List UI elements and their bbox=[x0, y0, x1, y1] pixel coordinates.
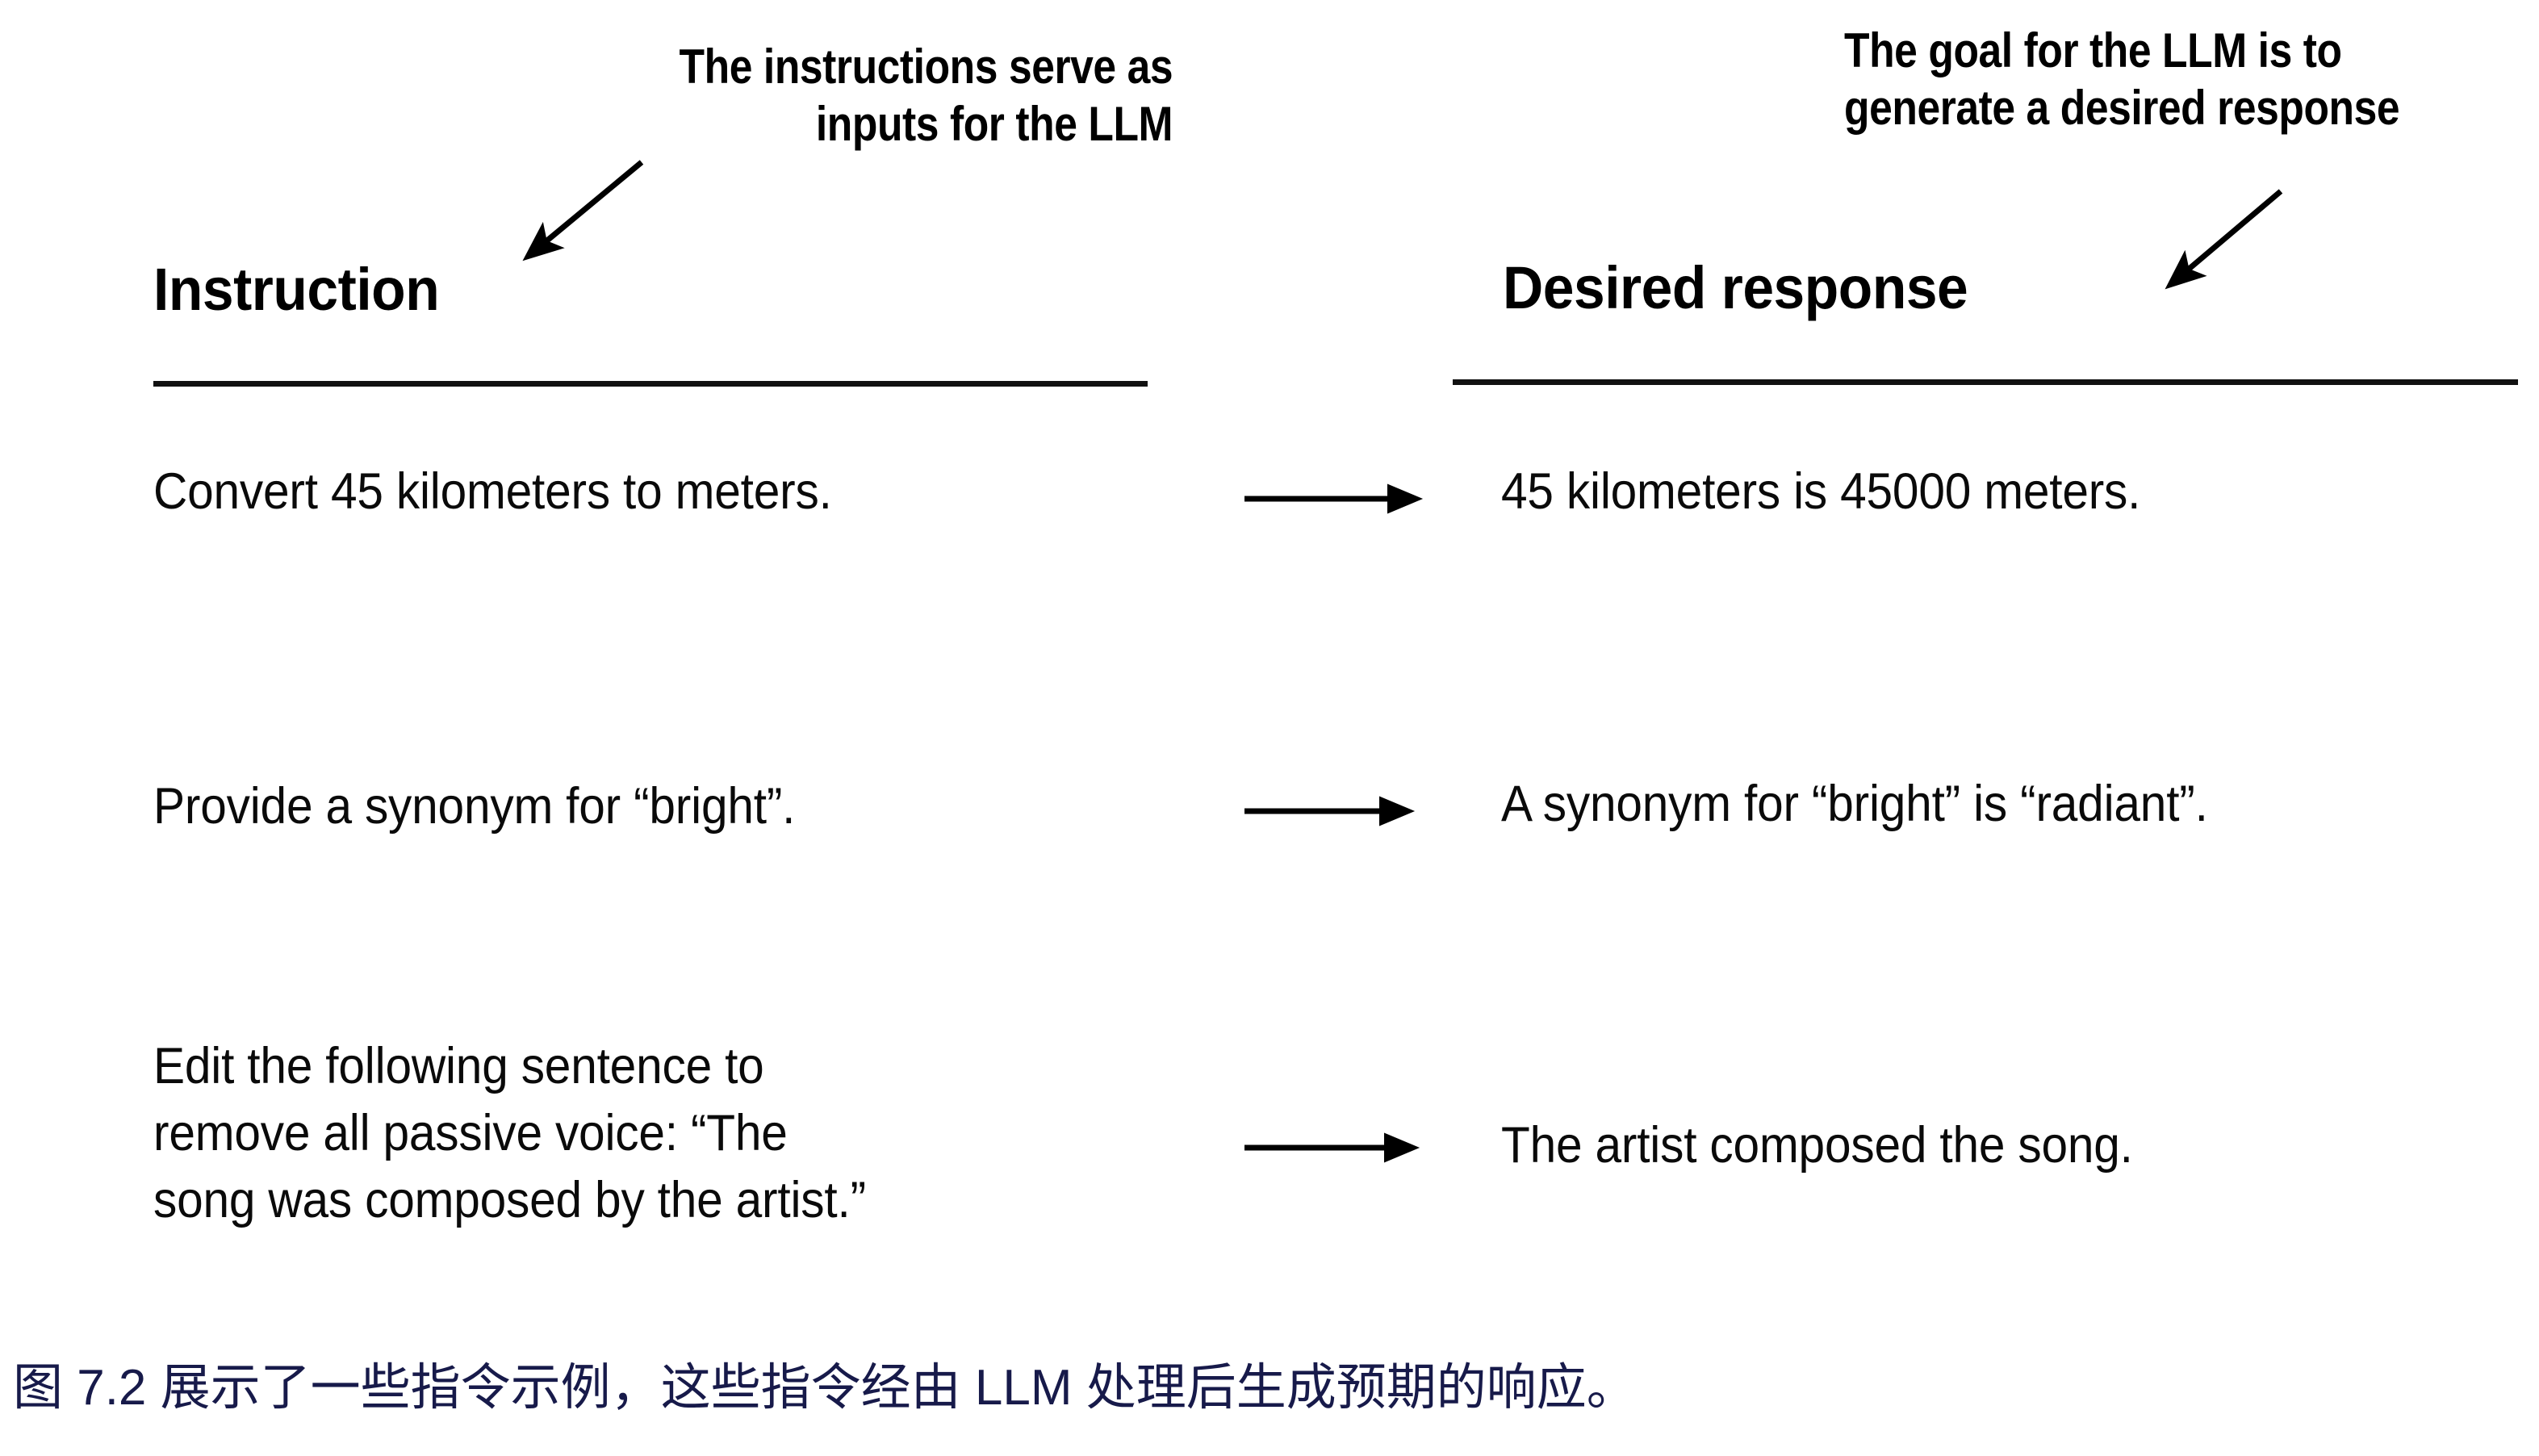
row-arrow-icon bbox=[1244, 483, 1424, 514]
instruction-line: Provide a synonym for “bright”. bbox=[153, 778, 796, 835]
instruction-line: remove all passive voice: “The bbox=[153, 1105, 788, 1161]
table-row: Provide a synonym for “bright”. bbox=[153, 773, 795, 840]
response-line: A synonym for “bright” is “radiant”. bbox=[1501, 776, 2208, 832]
table-row: Edit the following sentence to remove al… bbox=[153, 1033, 866, 1234]
table-row: A synonym for “bright” is “radiant”. bbox=[1501, 771, 2208, 838]
instruction-line: Convert 45 kilometers to meters. bbox=[153, 463, 832, 520]
column-header-desired-response: Desired response bbox=[1503, 254, 1968, 321]
figure-caption: 图 7.2 展示了一些指令示例，这些指令经由 LLM 处理后生成预期的响应。 bbox=[13, 1360, 1637, 1416]
table-row: The artist composed the song. bbox=[1501, 1112, 2133, 1179]
response-line: The artist composed the song. bbox=[1501, 1117, 2133, 1174]
right-callout-line-1: The goal for the LLM is to bbox=[1844, 23, 2342, 77]
row-arrow-icon bbox=[1244, 1132, 1420, 1163]
table-row: 45 kilometers is 45000 meters. bbox=[1501, 458, 2140, 525]
instruction-line: Edit the following sentence to bbox=[153, 1038, 764, 1094]
left-callout-arrow-icon bbox=[522, 160, 644, 261]
response-line: 45 kilometers is 45000 meters. bbox=[1501, 463, 2141, 520]
left-callout-line-2: inputs for the LLM bbox=[815, 96, 1173, 151]
instruction-line: song was composed by the artist.” bbox=[153, 1172, 866, 1228]
right-callout-line-2: generate a desired response bbox=[1844, 80, 2400, 135]
right-callout-arrow-icon bbox=[2165, 189, 2283, 290]
right-callout-text: The goal for the LLM is to generate a de… bbox=[1844, 23, 2400, 137]
table-row: Convert 45 kilometers to meters. bbox=[153, 458, 832, 525]
column-header-instruction: Instruction bbox=[153, 256, 440, 323]
left-callout-line-1: The instructions serve as bbox=[679, 40, 1173, 94]
left-column-divider bbox=[153, 381, 1148, 387]
row-arrow-icon bbox=[1244, 796, 1416, 826]
right-column-divider bbox=[1453, 379, 2518, 385]
left-callout-text: The instructions serve as inputs for the… bbox=[680, 39, 1173, 153]
